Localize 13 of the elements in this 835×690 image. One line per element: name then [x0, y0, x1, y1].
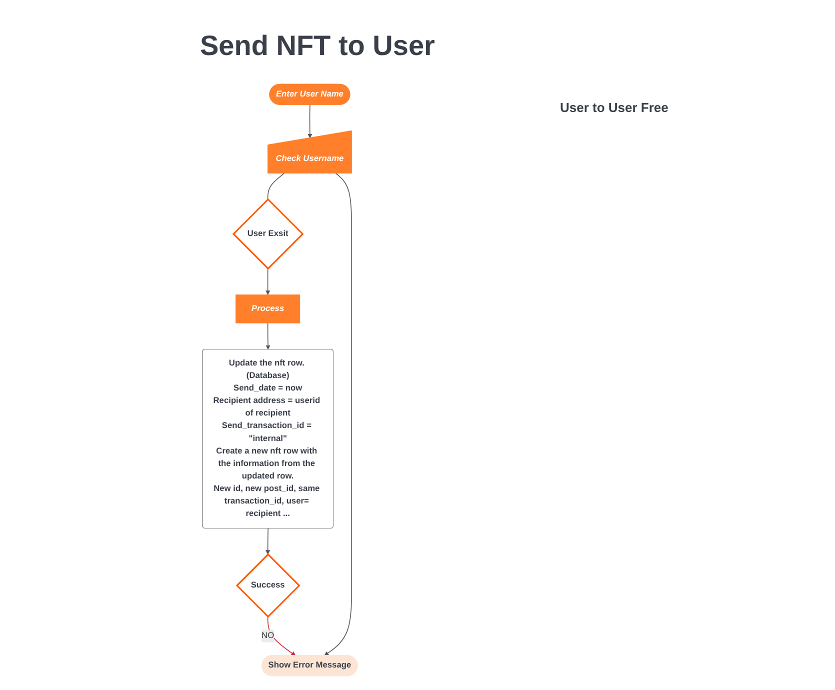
connector	[267, 173, 284, 200]
note-text: User to User Free	[560, 100, 668, 115]
node-diamond: User Exsit	[232, 198, 304, 270]
edge-label: NO	[262, 631, 274, 640]
diagram-title: Send NFT to User	[200, 30, 435, 62]
node-box: Process	[236, 294, 300, 324]
arrow	[266, 528, 270, 555]
arrow	[308, 104, 312, 138]
arrow	[267, 616, 296, 656]
arrow	[324, 173, 352, 656]
node-diamond: Success	[236, 553, 300, 618]
arrow	[266, 322, 270, 350]
arrow	[266, 268, 270, 295]
